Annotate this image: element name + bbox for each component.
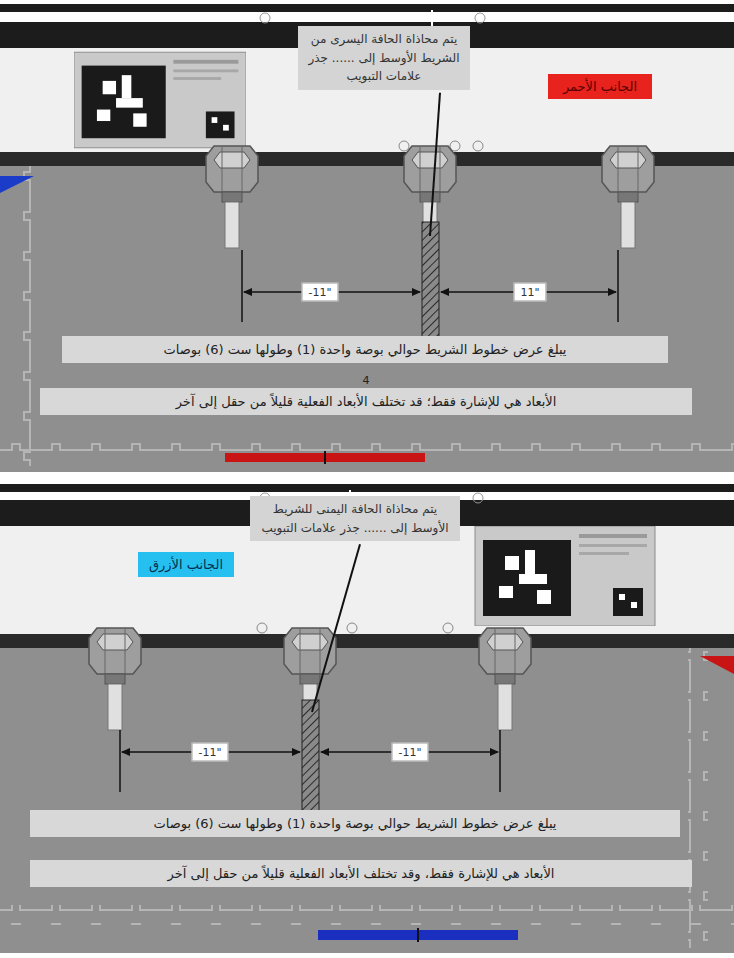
leader-line [430,93,440,236]
node-text: يبلغ عرض خطوط الشريط حوالي بوصة واحدة (1… [74,342,656,357]
side-label: الجانب الأزرق [138,552,234,577]
node-text: يتم محاذاة الحافة اليسرى من الشريط الأوس… [306,30,462,86]
leader-line [312,544,360,712]
note-band: الأبعاد هي للإشارة فقط، وقد تختلف الأبعا… [30,860,692,887]
callout-box: يتم محاذاة الحافة اليمنى للشريط الأوسط إ… [250,496,460,541]
side-label: الجانب الأحمر [548,74,652,99]
dimension-label: -11" [391,743,428,762]
node-text: يتم محاذاة الحافة اليمنى للشريط الأوسط إ… [258,500,452,537]
page-number: 4 [363,374,370,387]
note-band: الأبعاد هي للإشارة فقط؛ قد تختلف الأبعاد… [40,388,692,415]
dimension-label: -11" [301,283,338,302]
node-text: الأبعاد هي للإشارة فقط؛ قد تختلف الأبعاد… [52,394,680,409]
node-text: الأبعاد هي للإشارة فقط، وقد تختلف الأبعا… [42,866,680,881]
node-text: الجانب الأحمر [556,79,644,94]
node-text: الجانب الأزرق [146,557,226,572]
note-band: يبلغ عرض خطوط الشريط حوالي بوصة واحدة (1… [30,810,680,837]
callout-box: يتم محاذاة الحافة اليسرى من الشريط الأوس… [298,26,470,90]
note-band: يبلغ عرض خطوط الشريط حوالي بوصة واحدة (1… [62,336,668,363]
node-text: يبلغ عرض خطوط الشريط حوالي بوصة واحدة (1… [42,816,668,831]
dimension-label: -11" [191,743,228,762]
dimension-label: 11" [513,283,546,302]
